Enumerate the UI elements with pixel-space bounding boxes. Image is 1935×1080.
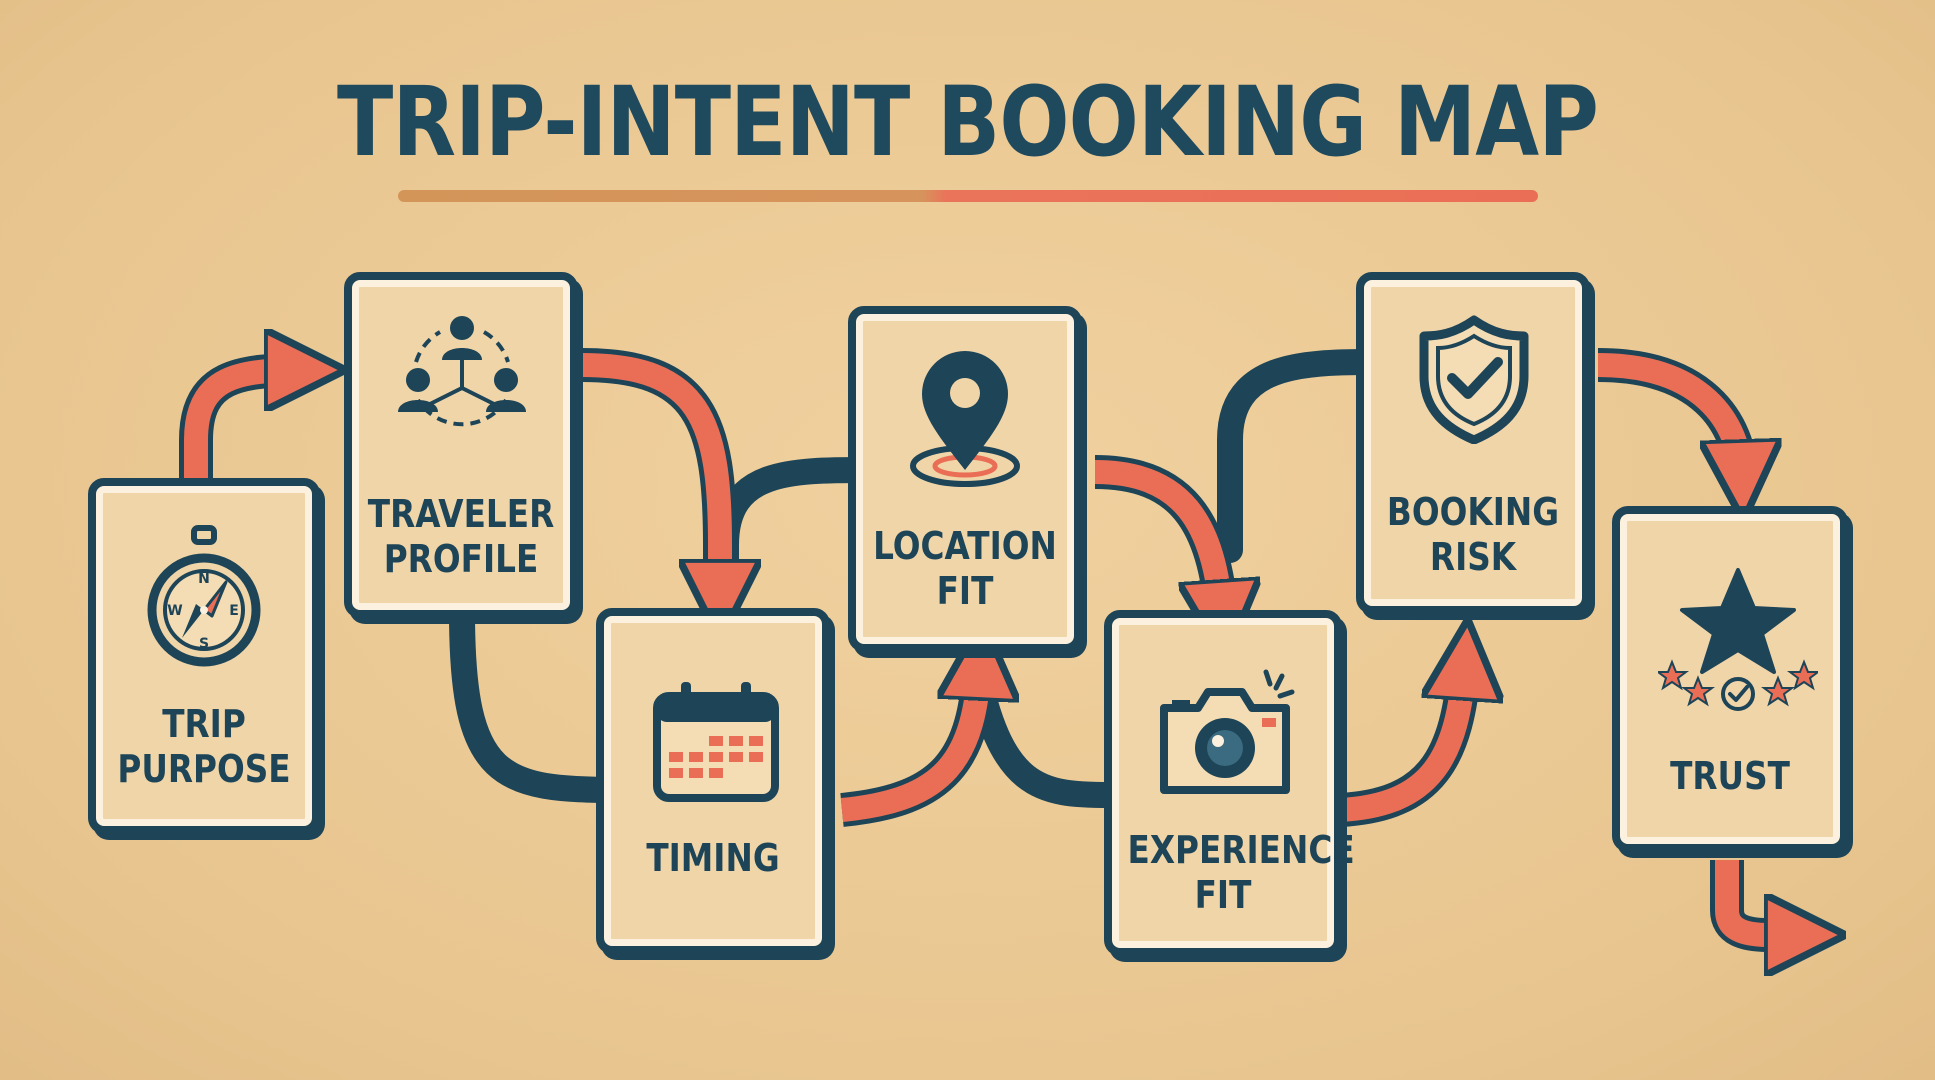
calendar-icon xyxy=(653,682,779,802)
card-label-line2: PURPOSE xyxy=(117,747,291,791)
card-label-line1: EXPERIENCE xyxy=(1127,828,1355,872)
card-trust: TRUST xyxy=(1612,506,1848,852)
card-trip-purpose: N S W E TRIP PURPOSE xyxy=(88,478,320,834)
card-label-line1: BOOKING xyxy=(1386,490,1560,534)
coral-arrow-risk-trust xyxy=(1597,353,1742,480)
card-traveler-profile: TRAVELER PROFILE xyxy=(344,272,578,618)
shield-check-icon xyxy=(1419,315,1529,444)
diagram-title: TRIP-INTENT BOOKING MAP xyxy=(336,66,1599,178)
card-label-experience-fit: EXPERIENCE FIT xyxy=(1127,828,1355,918)
card-label-trust: TRUST xyxy=(1635,754,1824,799)
star-rating-icon xyxy=(1658,568,1818,711)
navy-connector-experience-risk xyxy=(1217,349,1385,563)
card-label-line1: TRUST xyxy=(1670,754,1790,798)
card-experience-fit: EXPERIENCE FIT xyxy=(1104,610,1355,956)
card-label-line2: RISK xyxy=(1429,535,1517,579)
compass-letter-w: W xyxy=(167,603,182,619)
navy-connector-timing-location xyxy=(713,457,881,623)
navy-connector-profile-timing xyxy=(449,599,633,803)
card-timing: TIMING xyxy=(596,608,830,954)
card-label-line2: PROFILE xyxy=(383,537,539,581)
title-underline xyxy=(398,190,1538,202)
card-label-line2: FIT xyxy=(1194,873,1252,917)
coral-arrow-experience-risk xyxy=(1339,660,1465,822)
people-network-icon xyxy=(398,316,526,427)
card-label-location-fit: LOCATION FIT xyxy=(871,524,1058,614)
card-label-line1: TIMING xyxy=(646,836,780,880)
coral-arrow-purpose-profile xyxy=(184,370,305,480)
coral-arrow-profile-timing xyxy=(581,353,720,600)
compass-icon: N S W E xyxy=(147,525,261,667)
map-pin-icon xyxy=(910,351,1020,487)
compass-letter-s: S xyxy=(199,636,209,652)
card-label-line1: LOCATION xyxy=(873,524,1057,568)
card-label-line1: TRAVELER xyxy=(367,492,555,536)
coral-arrow-trust-exit xyxy=(1715,860,1805,935)
card-label-line2: FIT xyxy=(936,569,994,613)
camera-icon xyxy=(1160,669,1295,794)
card-booking-risk: BOOKING RISK xyxy=(1356,272,1590,614)
card-label-traveler-profile: TRAVELER PROFILE xyxy=(367,492,554,582)
coral-arrow-location-experience xyxy=(1094,460,1222,620)
compass-letter-e: E xyxy=(229,603,239,619)
card-label-trip-purpose: TRIP PURPOSE xyxy=(111,702,297,792)
card-label-booking-risk: BOOKING RISK xyxy=(1379,490,1566,580)
card-label-timing: TIMING xyxy=(619,836,806,881)
card-location-fit: LOCATION FIT xyxy=(848,306,1082,652)
compass-letter-n: N xyxy=(198,571,210,587)
coral-arrow-timing-location xyxy=(840,660,980,822)
card-label-line1: TRIP xyxy=(162,702,246,746)
